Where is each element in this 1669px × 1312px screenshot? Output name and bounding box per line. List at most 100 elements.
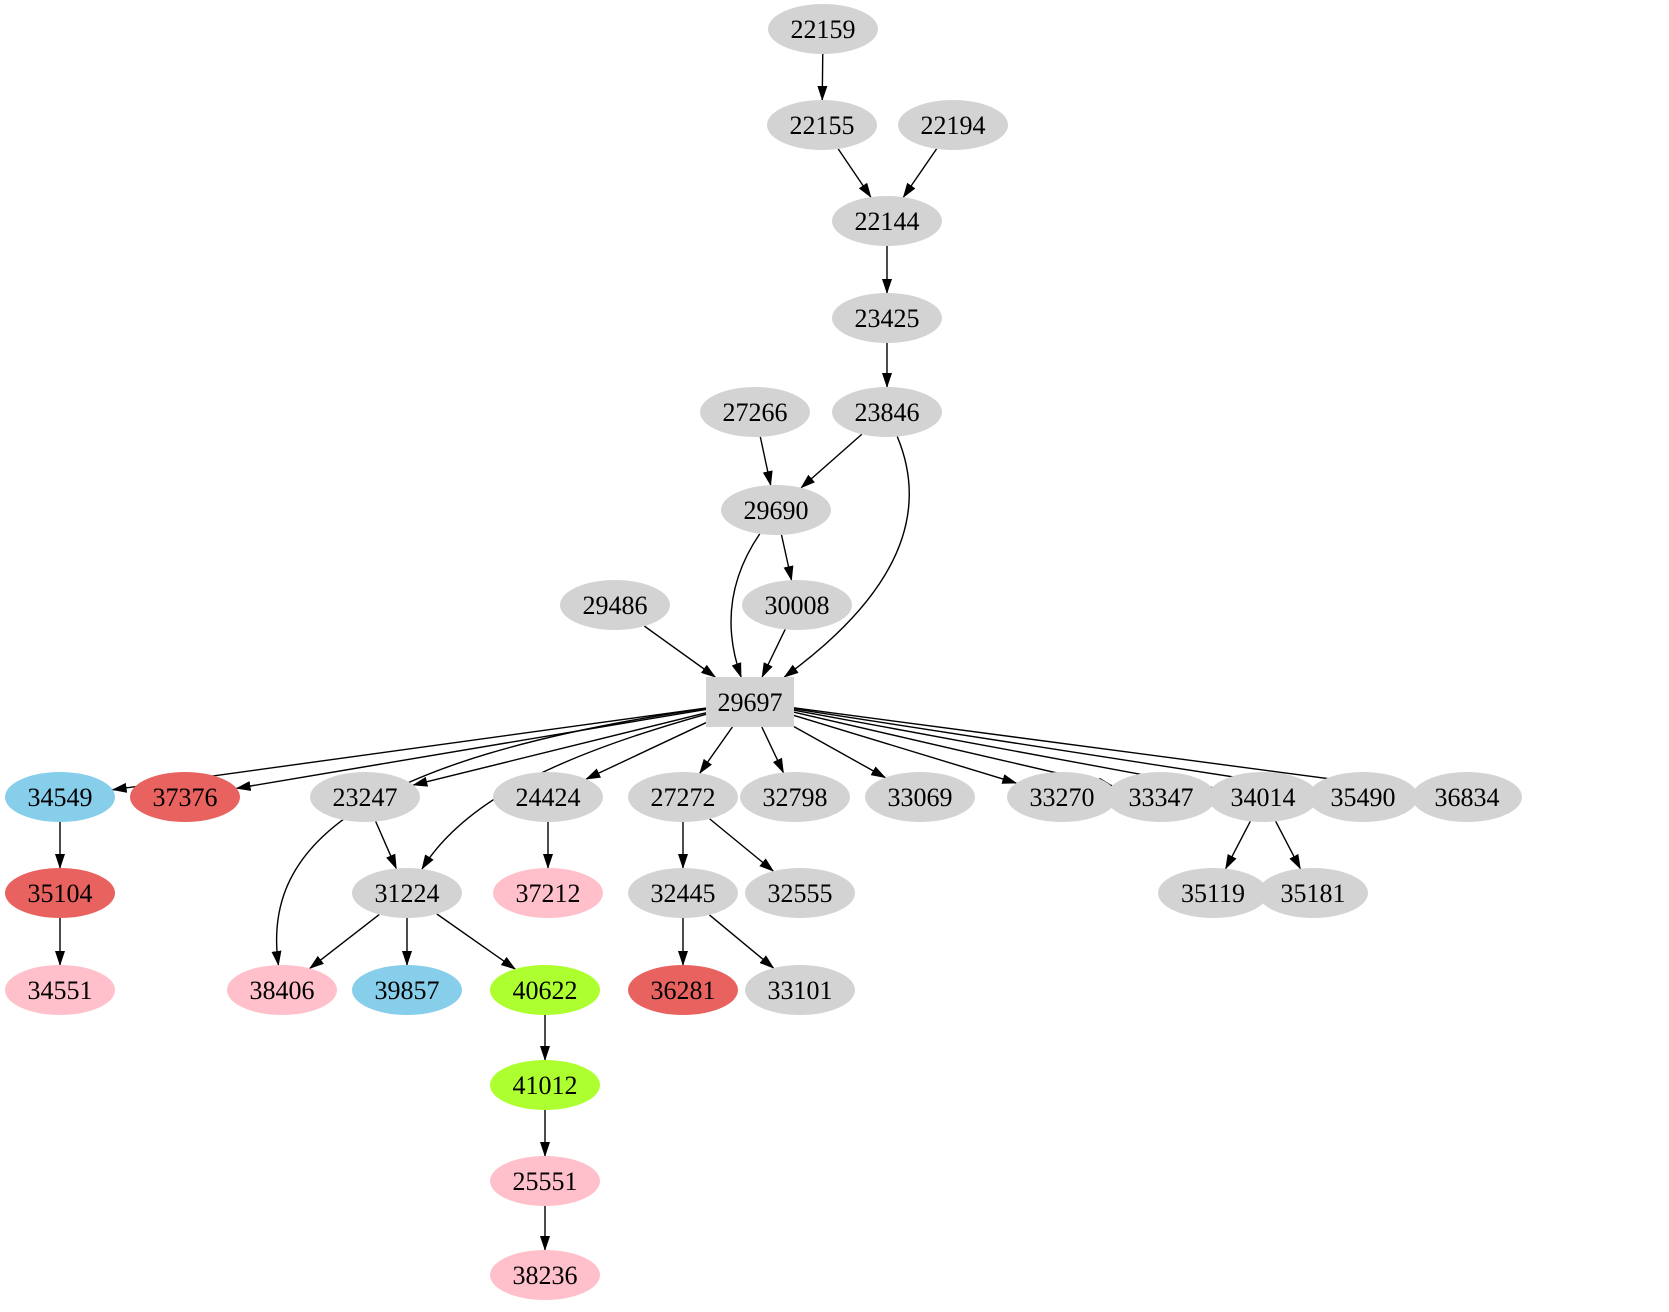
edge-29697-32798 <box>762 727 784 773</box>
node-label: 22155 <box>790 111 855 140</box>
node-37376: 37376 <box>130 772 240 822</box>
node-38406: 38406 <box>227 965 337 1015</box>
edge-23846-29697 <box>784 437 909 677</box>
node-27266: 27266 <box>700 387 810 437</box>
edge-34014-35181 <box>1276 821 1301 868</box>
node-33270: 33270 <box>1007 772 1117 822</box>
node-35119: 35119 <box>1158 868 1268 918</box>
node-label: 34014 <box>1231 783 1296 812</box>
node-23425: 23425 <box>832 293 942 343</box>
node-label: 41012 <box>513 1071 578 1100</box>
node-label: 29486 <box>583 591 648 620</box>
node-label: 22159 <box>791 15 856 44</box>
node-label: 23425 <box>855 304 920 333</box>
node-35181: 35181 <box>1258 868 1368 918</box>
node-label: 33270 <box>1030 783 1095 812</box>
node-32555: 32555 <box>745 868 855 918</box>
node-label: 33101 <box>768 976 833 1005</box>
node-32445: 32445 <box>628 868 738 918</box>
node-label: 30008 <box>765 591 830 620</box>
edge-30008-29697 <box>762 629 785 677</box>
edge-29697-33069 <box>794 727 885 778</box>
node-22159: 22159 <box>768 4 878 54</box>
edge-22194-22144 <box>903 149 936 197</box>
node-36281: 36281 <box>628 965 738 1015</box>
node-label: 23846 <box>855 398 920 427</box>
node-layer: 22159 22155 22194 22144 23425 27266 23846 29690… <box>5 4 1522 1300</box>
node-label: 37376 <box>153 783 218 812</box>
edge-34014-35119 <box>1226 821 1251 868</box>
edge-29697-38406 <box>277 708 706 965</box>
node-31224: 31224 <box>352 868 462 918</box>
node-38236: 38236 <box>490 1250 600 1300</box>
node-label: 22194 <box>921 111 986 140</box>
edge-22155-22144 <box>838 149 871 197</box>
node-label: 23247 <box>333 783 398 812</box>
node-33347: 33347 <box>1106 772 1216 822</box>
node-22194: 22194 <box>898 100 1008 150</box>
edge-27266-29690 <box>760 437 770 485</box>
node-35490: 35490 <box>1308 772 1418 822</box>
node-label: 24424 <box>516 783 581 812</box>
node-22144: 22144 <box>832 196 942 246</box>
node-41012: 41012 <box>490 1060 600 1110</box>
node-label: 29690 <box>744 496 809 525</box>
node-34014: 34014 <box>1208 772 1318 822</box>
node-label: 38406 <box>250 976 315 1005</box>
node-label: 32555 <box>768 879 833 908</box>
node-label: 31224 <box>375 879 440 908</box>
node-29697: 29697 <box>706 677 794 727</box>
node-label: 33069 <box>888 783 953 812</box>
node-32798: 32798 <box>740 772 850 822</box>
edge-31224-40622 <box>437 914 515 969</box>
edge-layer <box>60 54 1414 1250</box>
node-label: 29697 <box>718 688 783 717</box>
edge-29697-37376 <box>237 709 706 788</box>
node-label: 36281 <box>651 976 716 1005</box>
node-37212: 37212 <box>493 868 603 918</box>
node-label: 25551 <box>513 1167 578 1196</box>
node-34549: 34549 <box>5 772 115 822</box>
node-label: 36834 <box>1435 783 1500 812</box>
node-24424: 24424 <box>493 772 603 822</box>
edge-29697-24424 <box>586 723 706 779</box>
node-33101: 33101 <box>745 965 855 1015</box>
node-34551: 34551 <box>5 965 115 1015</box>
node-39857: 39857 <box>352 965 462 1015</box>
node-label: 39857 <box>375 976 440 1005</box>
node-33069: 33069 <box>865 772 975 822</box>
edge-29690-30008 <box>781 535 791 580</box>
edge-31224-38406 <box>310 915 379 969</box>
node-label: 35119 <box>1181 879 1245 908</box>
node-40622: 40622 <box>490 965 600 1015</box>
edge-23846-29690 <box>801 434 862 488</box>
node-label: 35181 <box>1281 879 1346 908</box>
node-30008: 30008 <box>742 580 852 630</box>
edge-23247-31224 <box>376 822 397 869</box>
node-label: 35490 <box>1331 783 1396 812</box>
edge-27272-32555 <box>710 819 774 871</box>
node-label: 40622 <box>513 976 578 1005</box>
edge-32445-33101 <box>709 915 773 968</box>
node-25551: 25551 <box>490 1156 600 1206</box>
edge-29486-29697 <box>644 626 715 677</box>
node-27272: 27272 <box>628 772 738 822</box>
node-23846: 23846 <box>832 387 942 437</box>
node-label: 27272 <box>651 783 716 812</box>
node-label: 34551 <box>28 976 93 1005</box>
node-35104: 35104 <box>5 868 115 918</box>
node-22155: 22155 <box>767 100 877 150</box>
node-23247: 23247 <box>310 772 420 822</box>
node-label: 27266 <box>723 398 788 427</box>
node-label: 38236 <box>513 1261 578 1290</box>
node-label: 33347 <box>1129 783 1194 812</box>
node-label: 32798 <box>763 783 828 812</box>
node-label: 32445 <box>651 879 716 908</box>
edge-29697-27272 <box>700 727 733 773</box>
node-29690: 29690 <box>721 485 831 535</box>
node-29486: 29486 <box>560 580 670 630</box>
node-label: 22144 <box>855 207 920 236</box>
node-label: 37212 <box>516 879 581 908</box>
